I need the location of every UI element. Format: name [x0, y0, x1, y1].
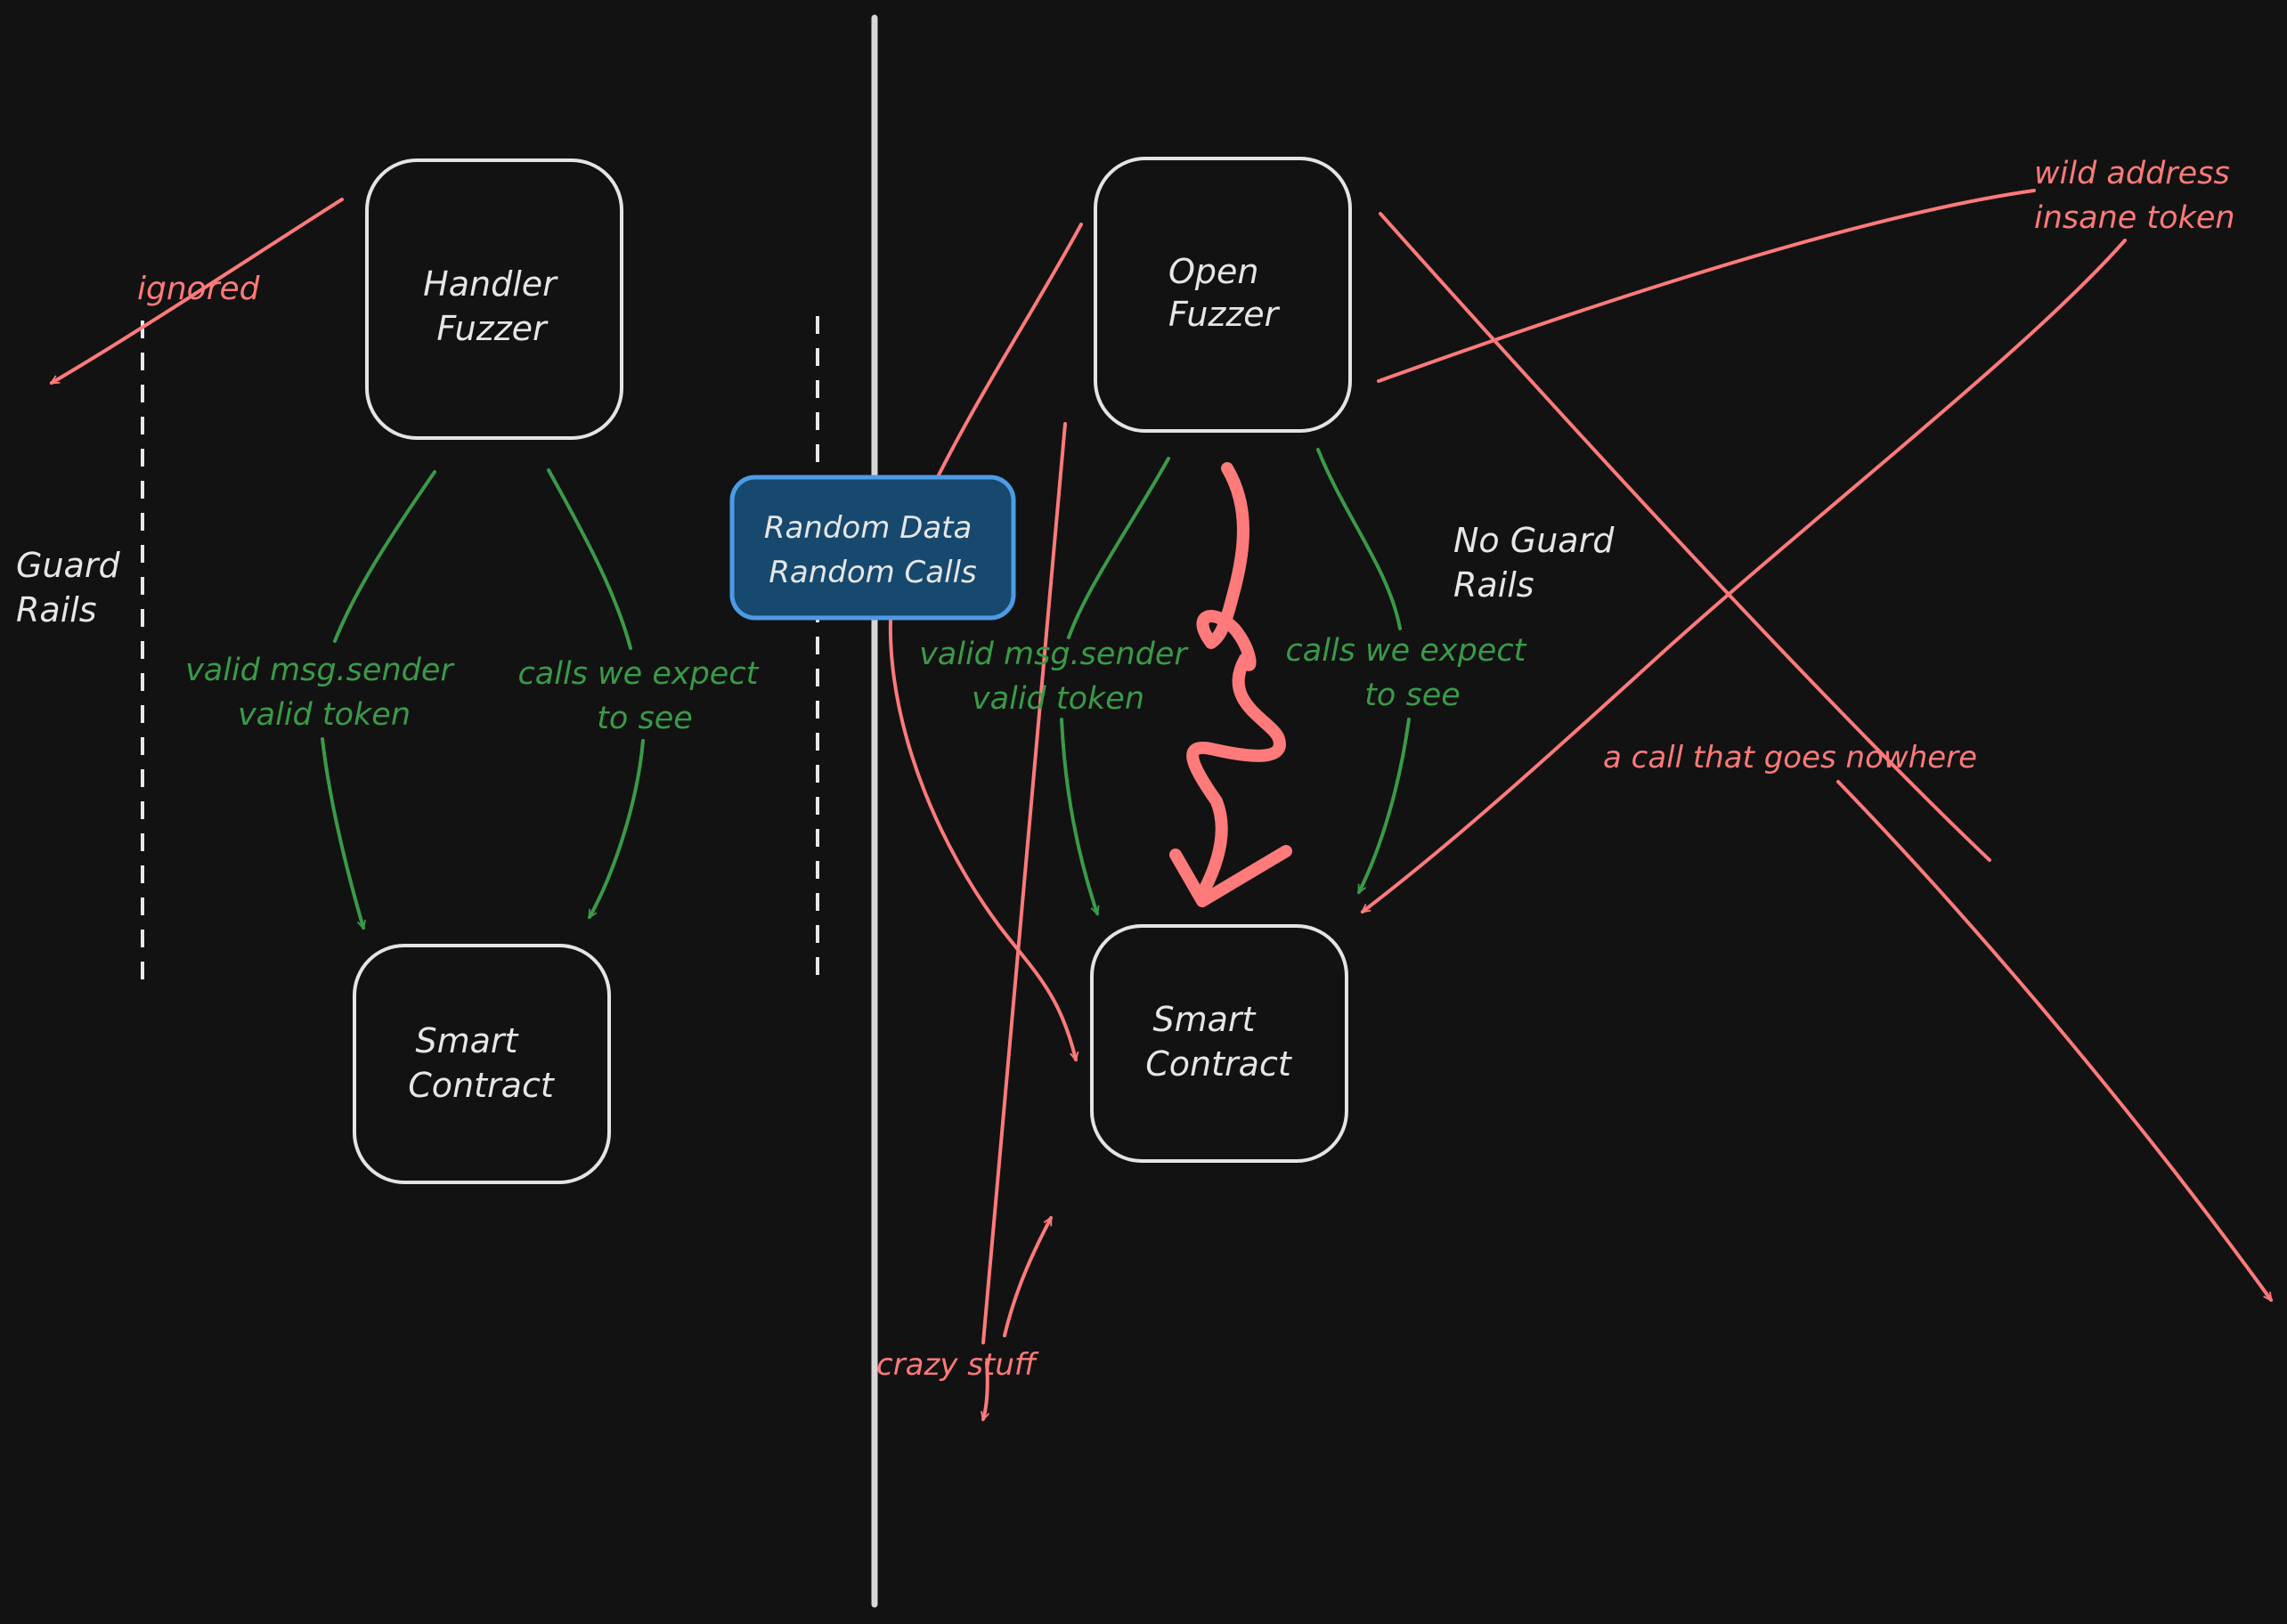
left-green-line-top-a	[333, 470, 436, 643]
no-guard-rails-label: No Guard Rails	[1453, 521, 1624, 605]
left-green-line-top-b	[547, 468, 632, 650]
right-green-label-a: valid msg.sender valid token	[919, 637, 1197, 717]
right-smart-contract-line1: Smart	[1152, 1000, 1257, 1039]
squiggle-red-path	[1186, 462, 1286, 897]
wild-address-label: wild address insane token	[2034, 156, 2240, 236]
right-green-label-b: calls we expect to see	[1286, 633, 1536, 713]
right-green-arrow-b	[1357, 718, 1411, 895]
left-green-label-a-line1: valid msg.sender	[185, 653, 455, 688]
red-long-line	[981, 422, 1067, 1344]
right-green-arrow-a	[1060, 718, 1100, 916]
open-fuzzer-box	[1094, 157, 1352, 433]
open-fuzzer-label: Open Fuzzer	[1168, 252, 1281, 334]
nowhere-arrow	[1836, 780, 2273, 1303]
handler-fuzzer-box	[365, 158, 623, 440]
right-green-label-a-line1: valid msg.sender	[919, 637, 1189, 672]
left-green-arrow-a	[321, 737, 366, 930]
right-smart-contract-box	[1090, 924, 1348, 1163]
ignored-label: ignored	[137, 271, 261, 307]
no-guard-rails-line1: No Guard	[1453, 521, 1615, 560]
left-green-label-b-line1: calls we expect	[518, 656, 760, 692]
right-smart-contract-line2: Contract	[1145, 1044, 1293, 1084]
handler-fuzzer-label-line2: Fuzzer	[436, 309, 549, 348]
guard-rails-line2: Rails	[16, 590, 97, 629]
right-green-line-top-b	[1316, 448, 1402, 630]
left-green-label-b-line2: to see	[597, 701, 693, 736]
left-smart-contract-line2: Contract	[408, 1066, 556, 1105]
left-smart-contract-line1: Smart	[415, 1021, 519, 1060]
red-curve-to-contract	[888, 223, 1083, 1062]
ignored-arrow	[49, 198, 344, 385]
no-guard-rails-line2: Rails	[1453, 565, 1534, 605]
left-green-label-b: calls we expect to see	[518, 656, 769, 736]
left-smart-contract-box	[353, 944, 611, 1184]
random-tag-label: Random Data Random Calls	[764, 510, 981, 590]
random-tag-line2: Random Calls	[769, 555, 977, 590]
wild-address-line2: insane token	[2034, 200, 2235, 236]
open-fuzzer-line1: Open	[1168, 252, 1259, 291]
guard-rails-line1: Guard	[16, 546, 120, 585]
handler-fuzzer-label: Handler Fuzzer	[423, 264, 567, 348]
right-green-label-b-line1: calls we expect	[1286, 633, 1527, 669]
nowhere-label: a call that goes nowhere	[1603, 740, 1977, 775]
squiggle-red-head	[1169, 845, 1292, 907]
guard-rails-label: Guard Rails	[16, 546, 131, 629]
left-green-arrow-b	[588, 739, 645, 920]
crazy-stuff-label: crazy stuff	[876, 1347, 1039, 1383]
left-green-label-a-line2: valid token	[238, 697, 411, 733]
wild-address-line	[1377, 189, 2036, 383]
right-green-label-b-line2: to see	[1364, 678, 1461, 713]
right-green-label-a-line2: valid token	[972, 681, 1144, 717]
random-tag-line1: Random Data	[764, 510, 973, 546]
right-green-line-top-a	[1067, 457, 1170, 639]
random-data-calls-box	[729, 475, 1016, 621]
wild-address-line1: wild address	[2034, 156, 2230, 191]
left-green-label-a: valid msg.sender valid token	[185, 653, 463, 733]
crazy-stuff-arrow-down	[981, 1360, 990, 1422]
left-smart-contract-label: Smart Contract	[408, 1021, 556, 1105]
handler-fuzzer-label-line1: Handler	[423, 264, 558, 304]
insane-token-arrow	[1360, 239, 2127, 914]
crazy-stuff-arrow-up	[1003, 1215, 1053, 1337]
nowhere-line-top	[1379, 212, 1991, 862]
right-smart-contract-label: Smart Contract	[1145, 1000, 1293, 1084]
open-fuzzer-line2: Fuzzer	[1168, 295, 1281, 334]
